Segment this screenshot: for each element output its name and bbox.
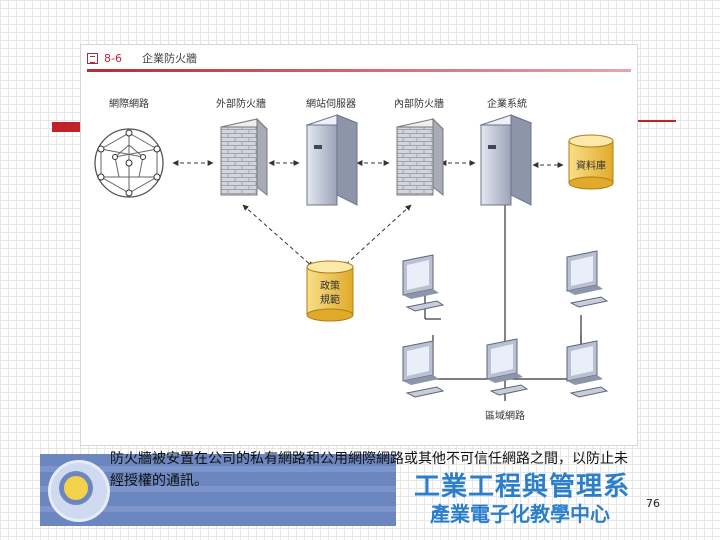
figure-divider (87, 69, 631, 72)
external-firewall-label: 外部防火牆 (216, 97, 266, 110)
network-diagram: 網際網路 外部防火牆 網站伺服器 內部防火牆 企業系統 資料庫 政策 規範 區域… (94, 97, 614, 422)
footer-banner (40, 454, 396, 526)
figure-icon (87, 52, 98, 64)
workstation-icon (402, 254, 445, 312)
external-firewall-icon (220, 117, 268, 197)
web-server-label: 網站伺服器 (306, 97, 356, 110)
workstation-icon (566, 340, 609, 398)
workstation-icon (402, 340, 445, 398)
accent-line (636, 120, 676, 122)
caption: 防火牆被安置在公司的私有網路和公用網際網路或其他不可信任網路之間，以防止未經授權… (110, 451, 628, 489)
accent-bar (52, 122, 82, 132)
banner-stripe (40, 466, 396, 472)
slide-number: 76 (646, 497, 660, 510)
enterprise-system-label: 企業系統 (487, 97, 527, 110)
enterprise-system-icon (479, 114, 533, 206)
database-icon (568, 134, 614, 190)
internal-firewall-icon (396, 117, 444, 197)
university-seal-icon (48, 460, 110, 522)
internal-firewall-label: 內部防火牆 (394, 97, 444, 110)
policy-icon (306, 260, 354, 322)
policy-label-line2: 規範 (320, 293, 340, 306)
web-server-icon (305, 114, 359, 206)
department-name: 工業工程與管理系 (414, 472, 631, 502)
figure-title: 企業防火牆 (141, 52, 197, 65)
internet-icon (94, 128, 164, 198)
center-name: 產業電子化教學中心 (430, 502, 610, 526)
figure-header: 8-6 企業防火牆 (87, 49, 197, 67)
internet-label: 網際網路 (109, 97, 149, 110)
workstation-icon (566, 250, 609, 308)
figure-number: 8-6 (104, 51, 122, 65)
banner-stripe (40, 486, 396, 492)
lan-label: 區域網路 (485, 409, 525, 422)
policy-label-line1: 政策 (320, 279, 340, 292)
figure-panel: 網際網路 外部防火牆 網站伺服器 內部防火牆 企業系統 資料庫 政策 規範 區域… (80, 44, 638, 446)
workstation-icon (486, 338, 529, 396)
banner-stripe (40, 506, 396, 512)
database-label: 資料庫 (576, 159, 606, 172)
